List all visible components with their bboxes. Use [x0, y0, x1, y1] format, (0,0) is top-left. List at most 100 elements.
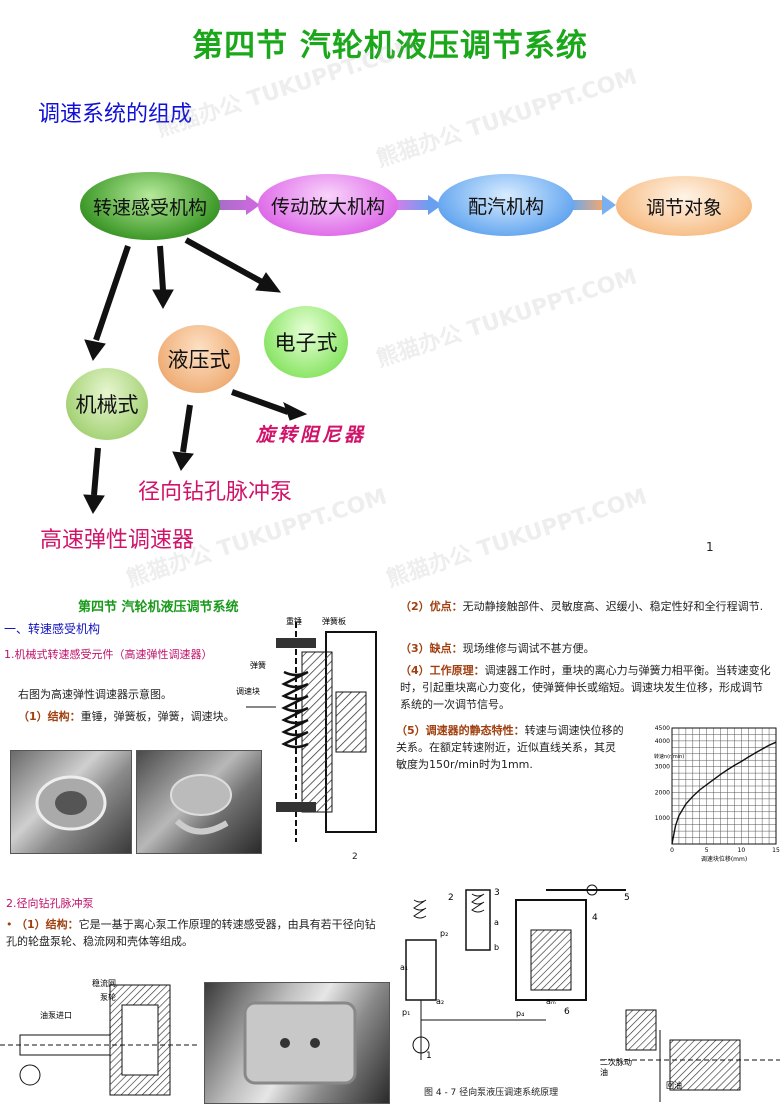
chain-arrow-2: [397, 200, 429, 210]
label-weight: 重锤: [286, 617, 302, 626]
chain-node-label: 转速感受机构: [92, 196, 207, 219]
svg-text:a₁: a₁: [400, 963, 408, 972]
slide-1: 第四节 汽轮机液压调节系统 调速系统的组成 熊猫办公 TUKUPPT.COM 熊…: [38, 28, 752, 592]
chart-y-tick: 4000: [655, 738, 670, 745]
static-text: 转速与调速快位移的关系。在额定转速附近，近似直线关系，其灵敏度为150r/min…: [396, 724, 624, 771]
slide2-structure: （1）结构：重锤，弹簧板，弹簧，调速块。: [18, 708, 238, 725]
chart-y-tick: 1000: [655, 815, 670, 822]
svg-text:a: a: [494, 918, 499, 927]
svg-text:a₂: a₂: [436, 997, 444, 1006]
label-secondary-oil: 二次脉动油: [600, 1058, 632, 1077]
static-label: （5）调速器的静态特性：: [396, 724, 525, 737]
chain-node-valve: 配汽机构: [438, 174, 574, 236]
chart-y-label: 转速n(r/min): [654, 753, 684, 760]
chain-node-label: 传动放大机构: [270, 195, 385, 218]
type-label: 液压式: [167, 348, 231, 372]
type-label: 机械式: [75, 393, 139, 417]
label-impeller: 泵轮: [100, 993, 116, 1002]
slide2-section: 一、转速感受机构: [4, 622, 101, 636]
disadvantages-label: （3）缺点：: [400, 642, 463, 655]
label-spring-plate: 弹簧板: [322, 617, 346, 626]
chain-arrow-1: [210, 200, 248, 210]
structure-text: 重锤，弹簧板，弹簧，调速块。: [80, 710, 235, 723]
chain-node-object: 调节对象: [616, 176, 752, 236]
label-inlet: 油泵进口: [40, 1011, 72, 1020]
chain-node-amplifier: 传动放大机构: [258, 174, 398, 236]
pump-cross-section: [0, 984, 200, 1096]
arrow-to-mechanical: [93, 245, 131, 341]
svg-text:3: 3: [494, 888, 500, 898]
subtype-rotary-damper: 旋转阻尼器: [256, 424, 367, 446]
chart-x-label: 调速块位移(mm): [701, 855, 747, 863]
label-block: 调速块: [236, 687, 260, 696]
subtype-governor: 高速弹性调速器: [40, 528, 195, 553]
chart-x-tick: 15: [772, 847, 780, 854]
svg-text:1: 1: [426, 1051, 432, 1061]
svg-text:2: 2: [448, 893, 454, 903]
slide2-intro: 右图为高速弹性调速器示意图。: [18, 688, 172, 701]
principle-text: 调速器工作时，重块的离心力与弹簧力相平衡。当转速变化时，引起重块离心力变化，使弹…: [400, 664, 771, 711]
label-spring: 弹簧: [250, 661, 266, 670]
principle-label: （4）工作原理：: [400, 664, 485, 677]
chart-y-tick: 3000: [655, 764, 670, 771]
page-number: 2: [352, 852, 358, 862]
chart-frame: [671, 727, 777, 845]
governor-photo-1: [10, 750, 132, 854]
chain-arrow-3: [571, 200, 603, 210]
pump-side-diagram: [600, 1009, 780, 1102]
governor-photo-2: [136, 750, 262, 854]
slide-2: 第四节 汽轮机液压调节系统 一、转速感受机构 1.机械式转速感受元件（高速弹性调…: [0, 590, 390, 870]
advantages-label: （2）优点：: [400, 600, 463, 613]
type-electronic: 电子式: [264, 306, 348, 378]
chain-node-sensing: 转速感受机构: [80, 172, 220, 240]
chart-series-line: [671, 741, 777, 845]
slide1-title: 第四节 汽轮机液压调节系统: [192, 28, 588, 64]
slide2-item-heading: 1.机械式转速感受元件（高速弹性调速器）: [4, 648, 213, 661]
slide2-disadvantages: （3）缺点：现场维修与调试不甚方便。: [400, 640, 772, 657]
slide2-static: （5）调速器的静态特性：转速与调速快位移的关系。在额定转速附近，近似直线关系，其…: [396, 722, 626, 773]
page-number: 1: [706, 540, 714, 554]
type-label: 电子式: [274, 331, 338, 355]
slide3-item-heading: 2.径向钻孔脉冲泵: [6, 897, 94, 910]
type-mechanical: 机械式: [66, 368, 148, 440]
svg-text:p₂: p₂: [440, 929, 448, 938]
slide2-principle: （4）工作原理：调速器工作时，重块的离心力与弹簧力相平衡。当转速变化时，引起重块…: [400, 662, 772, 713]
slide2-title: 第四节 汽轮机液压调节系统: [78, 600, 239, 615]
governor-cross-section: [246, 622, 377, 842]
chart-x-tick: 10: [738, 847, 746, 854]
disadvantages-text: 现场维修与调试不甚方便。: [462, 642, 595, 655]
chain-node-label: 配汽机构: [467, 195, 544, 218]
type-hydraulic: 液压式: [158, 325, 240, 393]
arrow-to-governor: [91, 447, 101, 496]
slide3-structure-label: （1）结构：: [16, 918, 79, 931]
label-mesh: 稳流网: [92, 979, 116, 988]
subtype-radial-pump: 径向钻孔脉冲泵: [138, 480, 293, 505]
figure-caption: 图 4 - 7 径向泵液压调速系统原理: [424, 1088, 559, 1098]
arrow-to-radial-pump: [180, 404, 193, 453]
svg-text:p₁: p₁: [402, 1008, 410, 1017]
label-return-oil: 回油: [666, 1081, 682, 1090]
slide2-advantages: （2）优点：无动静接触部件、灵敏度高、迟缓小、稳定性好和全行程调节.: [400, 598, 772, 615]
chart-x-tick: 0: [670, 847, 674, 854]
chart-x-tick: 5: [705, 847, 709, 854]
svg-text:5: 5: [624, 893, 630, 903]
svg-text:4: 4: [592, 913, 598, 923]
pump-photo: [204, 982, 390, 1104]
slide3-structure-text: 它是一基于离心泵工作原理的转速感受器，由具有若干径向钻孔的轮盘泵轮、稳流网和壳体…: [6, 918, 376, 948]
structure-label: （1）结构：: [18, 710, 81, 723]
svg-text:b: b: [494, 943, 499, 952]
svg-text:6: 6: [564, 1007, 570, 1017]
slide3-structure: • （1）结构：它是一基于离心泵工作原理的转速感受器，由具有若干径向钻孔的轮盘泵…: [6, 918, 376, 948]
slide1-arrows: [83, 195, 616, 515]
slide1-subtitle: 调速系统的组成: [38, 102, 193, 127]
arrow-to-hydraulic: [157, 245, 166, 291]
svg-text:p₄: p₄: [516, 1009, 524, 1018]
arrow-to-rotary-damper: [230, 389, 290, 415]
hydraulic-system-diagram: 2 3 4 5 6 1 a b p₂ p₁ p₄ aₘ a₁ a₂: [400, 884, 630, 1061]
chain-node-label: 调节对象: [645, 196, 722, 219]
arrow-to-electronic: [184, 237, 264, 285]
chart-y-tick: 4500: [655, 725, 670, 732]
static-characteristic-chart: 0 5 10 15 1000 2000 3000 4000 4500 调速块位移(mm) 转速n(r…: [654, 725, 780, 863]
svg-text:aₘ: aₘ: [546, 997, 556, 1006]
chart-y-tick: 2000: [655, 789, 670, 796]
